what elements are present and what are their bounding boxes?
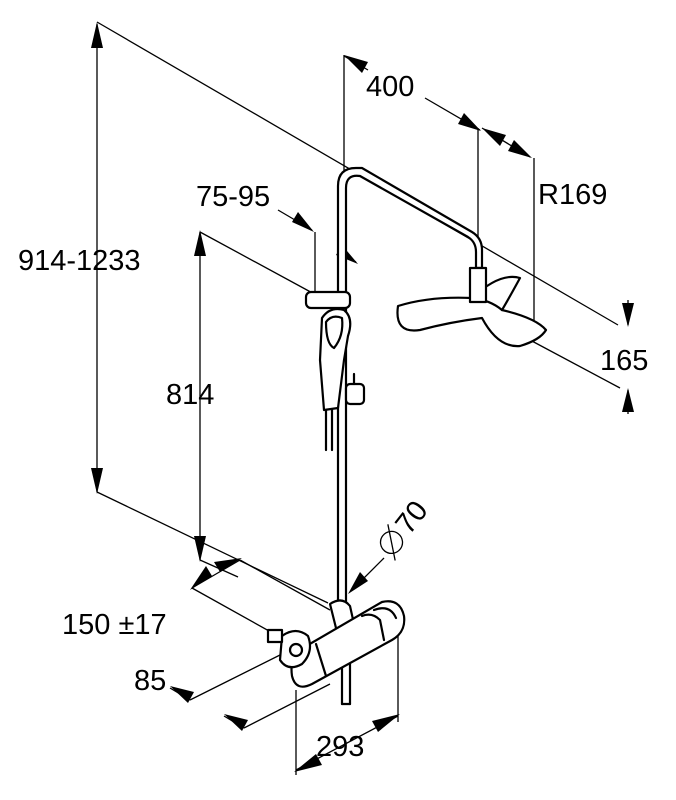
arrow-total-height-bottom xyxy=(91,468,103,494)
label-head-height: 165 xyxy=(600,345,648,377)
shower-head-joint xyxy=(468,266,488,304)
label-slider-range: 75-95 xyxy=(196,181,270,213)
arrow-radius-left xyxy=(482,128,506,146)
arrow-arm-left xyxy=(344,55,368,73)
arrow-mixer-right xyxy=(372,714,400,732)
arrow-diameter xyxy=(348,572,368,594)
dimension-labels: 914-1233 400 75-95 R169 814 165 150 ±17 … xyxy=(18,71,648,763)
label-arm-length: 400 xyxy=(366,71,414,103)
knob-cap xyxy=(288,642,304,658)
label-mixer-width: 293 xyxy=(316,731,364,763)
wall-connector xyxy=(266,628,284,644)
arrow-radius-right xyxy=(508,140,532,158)
riser-pipe xyxy=(336,166,484,614)
label-wall-distance: 85 xyxy=(134,665,166,697)
label-total-height: 914-1233 xyxy=(18,245,141,277)
dimension-lines xyxy=(91,21,634,775)
arrow-center-left xyxy=(190,566,212,590)
label-diameter: 70 xyxy=(390,495,435,540)
label-diameter-group: 70 xyxy=(379,495,435,561)
arrow-bar-height-bottom xyxy=(194,536,206,562)
slider xyxy=(304,290,352,310)
thermostatic-mixer xyxy=(290,600,406,688)
label-radius: R169 xyxy=(538,179,607,211)
arrow-mixer-left xyxy=(294,754,322,772)
hand-shower-holder xyxy=(344,382,366,406)
label-center-distance: 150 ±17 xyxy=(62,609,167,641)
arrow-head-height-bottom xyxy=(622,388,634,412)
arrow-arm-right xyxy=(458,113,481,131)
arrow-total-height-top xyxy=(91,22,103,48)
arrow-center-right xyxy=(214,558,242,572)
arrow-bar-height-top xyxy=(194,230,206,256)
arrow-wall-distance-2 xyxy=(224,714,248,731)
label-bar-height: 814 xyxy=(166,379,214,411)
shower-system xyxy=(266,166,548,706)
arrow-head-height-top xyxy=(622,303,634,327)
arrow-wall-distance xyxy=(170,686,194,703)
diameter-symbol-icon xyxy=(379,530,404,555)
arrow-slider-range xyxy=(292,212,314,232)
